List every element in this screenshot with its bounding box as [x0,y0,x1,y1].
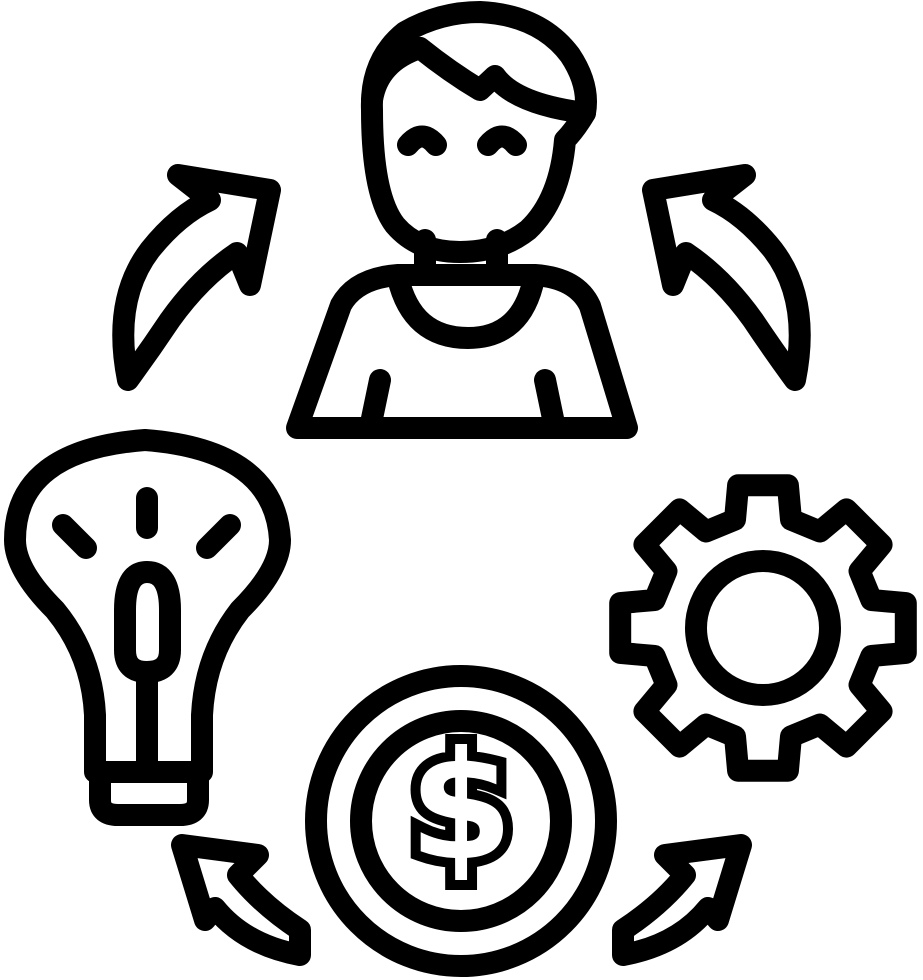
person-right-eye [477,125,527,156]
lightbulb-filament [114,561,181,683]
arrow-bottom-right [612,834,752,966]
gear-center [685,550,841,706]
lightbulb-ray-left [52,514,97,559]
lightbulb-ray-right [196,514,241,559]
gear-outline [609,474,917,782]
person-head [360,1,597,263]
lightbulb-icon [4,429,291,826]
person-hair [361,37,596,124]
person-left-arm-line [359,369,391,439]
arrow-top-right [642,164,811,391]
curved-arrow-icon [171,834,311,966]
person-collar [387,267,545,349]
coin-inner-ring [350,710,572,932]
curved-arrow-icon [112,164,281,391]
arrow-top-left [112,164,281,391]
person-right-arm-line [534,369,566,439]
curved-arrow-icon [642,164,811,391]
curved-arrow-icon [612,834,752,966]
person-torso [286,264,638,439]
lightbulb-glass [4,429,291,783]
arrow-bottom-left [171,834,311,966]
coin-dollar-icon [305,665,617,977]
person-icon [286,1,638,439]
person-left-eye [397,125,447,156]
coin-dollar-symbol: $ [409,720,513,894]
gear-icon [609,474,917,782]
coin-outer-ring [305,665,617,977]
lightbulb-base [89,767,209,826]
